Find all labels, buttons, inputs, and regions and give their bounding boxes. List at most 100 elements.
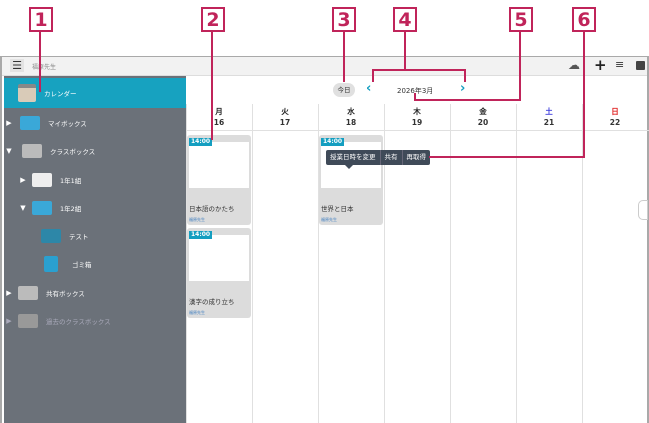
- white-tray-icon: [32, 173, 52, 187]
- scroll-handle[interactable]: [638, 200, 648, 220]
- sidebar-item-label: 過去のクラスボックス: [46, 318, 111, 326]
- trash-icon: [44, 256, 58, 272]
- day-header: 木 19: [384, 104, 450, 128]
- date-label: 20: [477, 118, 489, 127]
- sidebar-item-mybox[interactable]: ▶ マイボックス: [4, 111, 186, 135]
- sidebar-item-label: クラスボックス: [50, 148, 96, 156]
- share-button[interactable]: 共有: [381, 150, 403, 165]
- day-header: 火 17: [252, 104, 318, 128]
- sidebar-item-class-1-1[interactable]: ▶ 1年1組: [4, 168, 186, 192]
- next-month-icon[interactable]: ›: [460, 81, 466, 96]
- sidebar-item-label: カレンダー: [44, 90, 77, 98]
- menu-list-icon[interactable]: ☰: [10, 59, 24, 72]
- date-label: 19: [411, 118, 423, 127]
- day-header: 日 22: [582, 104, 648, 128]
- callout-number: 5: [509, 7, 533, 32]
- expand-arrow-icon[interactable]: ▶: [20, 176, 26, 184]
- day-column[interactable]: [450, 104, 516, 423]
- date-label: 22: [609, 118, 621, 127]
- sidebar-item-class-1-2[interactable]: ▼ 1年2組: [4, 196, 186, 220]
- event-card[interactable]: 14:00 漢字の成り立ち福原先生: [187, 228, 251, 318]
- weekday-label: 土: [545, 107, 553, 116]
- callout-number: 3: [332, 7, 356, 32]
- collapse-arrow-icon[interactable]: ▼: [6, 147, 12, 155]
- day-column[interactable]: [318, 104, 384, 423]
- gray-box-icon: [18, 286, 38, 300]
- day-header: 月 16: [186, 104, 252, 128]
- calendar-icon: [18, 84, 36, 102]
- day-column[interactable]: [582, 104, 648, 423]
- user-name: 福原先生: [32, 64, 57, 71]
- event-title: 日本語のかたち: [189, 205, 235, 213]
- date-label: 21: [543, 118, 555, 127]
- sidebar-item-test[interactable]: テスト: [4, 224, 186, 248]
- date-label: 18: [345, 118, 357, 127]
- weekday-label: 火: [281, 107, 289, 116]
- sidebar-item-classbox[interactable]: ▼ クラスボックス: [4, 139, 186, 163]
- event-teacher: 福原先生: [321, 217, 337, 222]
- event-time: 14:00: [189, 138, 213, 146]
- callout-number: 6: [572, 7, 596, 32]
- blue-tray-icon: [20, 116, 40, 130]
- event-time: 14:00: [321, 138, 345, 146]
- month-label: 2026年3月: [397, 87, 434, 95]
- sidebar-item-label: 1年2組: [60, 205, 82, 213]
- sidebar-item-label: マイボックス: [48, 120, 87, 128]
- change-datetime-button[interactable]: 授業日時を変更: [326, 150, 381, 165]
- event-title: 漢字の成り立ち: [189, 298, 235, 306]
- callout-number: 1: [29, 7, 53, 32]
- sidebar-item-label: ゴミ箱: [72, 261, 92, 269]
- hamburger-icon[interactable]: ≡: [615, 58, 625, 71]
- event-popup-menu: 授業日時を変更 共有 再取得: [326, 150, 430, 165]
- event-card[interactable]: 14:00 世界と日本福原先生: [319, 135, 383, 225]
- day-column[interactable]: [516, 104, 582, 423]
- event-card[interactable]: 14:00 日本語のかたち福原先生: [187, 135, 251, 225]
- day-column[interactable]: [252, 104, 318, 423]
- folder-icon: [41, 229, 61, 243]
- today-button[interactable]: 今日: [333, 83, 355, 97]
- event-teacher: 福原先生: [189, 310, 205, 315]
- sidebar-item-label: テスト: [69, 233, 89, 241]
- event-title: 世界と日本: [321, 205, 354, 213]
- event-thumbnail: [189, 142, 249, 188]
- event-teacher: 福原先生: [189, 217, 205, 222]
- divider: [186, 130, 649, 131]
- day-header: 金 20: [450, 104, 516, 128]
- callout-number: 2: [201, 7, 225, 32]
- weekday-label: 金: [479, 107, 487, 116]
- weekday-label: 月: [215, 107, 223, 116]
- sidebar-item-calendar[interactable]: カレンダー: [4, 78, 186, 108]
- sidebar-item-shared[interactable]: ▶ 共有ボックス: [4, 281, 186, 305]
- event-time: 14:00: [189, 231, 213, 239]
- cloud-sync-icon[interactable]: ☁: [568, 58, 580, 72]
- expand-icon[interactable]: [636, 61, 645, 70]
- day-header: 水 18: [318, 104, 384, 128]
- weekday-label: 水: [347, 107, 355, 116]
- expand-arrow-icon[interactable]: ▶: [6, 119, 12, 127]
- day-column[interactable]: [186, 104, 252, 423]
- sidebar-item-label: 共有ボックス: [46, 290, 85, 298]
- blue-tray-icon: [32, 201, 52, 215]
- collapse-arrow-icon[interactable]: ▼: [20, 204, 26, 212]
- event-thumbnail: [189, 235, 249, 281]
- refetch-button[interactable]: 再取得: [406, 153, 427, 161]
- sidebar-item-label: 1年1組: [60, 177, 82, 185]
- callout-number: 4: [393, 7, 417, 32]
- weekday-label: 日: [611, 107, 619, 116]
- prev-month-icon[interactable]: ‹: [366, 81, 372, 96]
- date-label: 17: [279, 118, 291, 127]
- header-bar: ☰ 福原先生 ☁ + ≡: [2, 56, 647, 76]
- sidebar-item-past-classbox[interactable]: ▶ 過去のクラスボックス: [4, 309, 186, 333]
- day-column[interactable]: [384, 104, 450, 423]
- date-label: 16: [213, 118, 225, 127]
- popup-pointer: [345, 165, 353, 173]
- weekday-label: 木: [413, 107, 421, 116]
- gray-box-icon: [18, 314, 38, 328]
- expand-arrow-icon[interactable]: ▶: [6, 317, 12, 325]
- expand-arrow-icon[interactable]: ▶: [6, 289, 12, 297]
- gray-box-icon: [22, 144, 42, 158]
- day-header: 土 21: [516, 104, 582, 128]
- sidebar: カレンダー ▶ マイボックス ▼ クラスボックス ▶ 1年1組 ▼ 1年2組 テスト ゴ…: [4, 76, 186, 423]
- sidebar-item-trash[interactable]: ゴミ箱: [4, 252, 186, 276]
- add-icon[interactable]: +: [594, 56, 607, 74]
